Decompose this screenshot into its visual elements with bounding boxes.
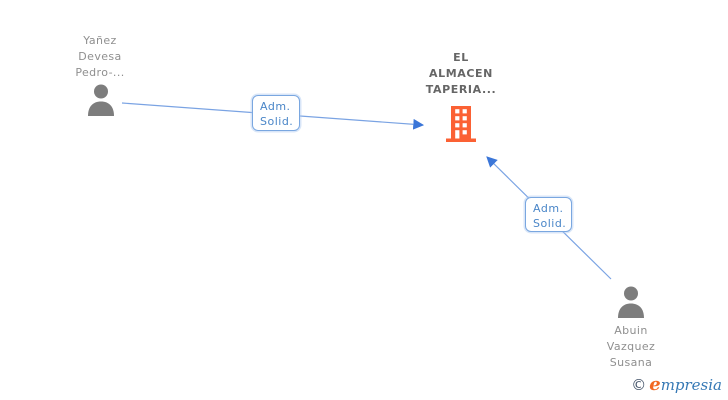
- person2-label-line: Susana: [609, 356, 653, 369]
- person2-label-line: Vazquez: [606, 340, 656, 353]
- person-head: [94, 84, 108, 99]
- person-head: [624, 286, 638, 301]
- edge1-label-line: Adm.: [260, 100, 291, 113]
- building-base: [446, 138, 476, 142]
- building-body: [451, 106, 471, 139]
- empresia-logo: ©empresia: [631, 374, 722, 395]
- person-body: [88, 101, 114, 116]
- edge2-label-line: Solid.: [533, 217, 567, 230]
- person1-label-line: Yañez: [83, 34, 117, 47]
- edge1-label[interactable]: Adm. Solid.: [252, 95, 300, 131]
- person2-label-line: Abuin: [614, 324, 648, 337]
- person-body: [618, 303, 644, 318]
- brand-initial: e: [649, 374, 661, 395]
- edge2-label-line: Adm.: [533, 202, 564, 215]
- person1-icon[interactable]: [86, 84, 116, 116]
- company-label-line: EL: [453, 51, 469, 64]
- company-label[interactable]: EL ALMACEN TAPERIA...: [401, 50, 521, 98]
- edge2-label[interactable]: Adm. Solid.: [525, 197, 572, 232]
- building-windows: [455, 109, 467, 139]
- person1-label-line: Devesa: [78, 50, 122, 63]
- person1-label-line: Pedro-...: [75, 66, 125, 79]
- edge1-label-line: Solid.: [260, 115, 294, 128]
- company-label-line: TAPERIA...: [425, 83, 497, 96]
- person2-label[interactable]: Abuin Vazquez Susana: [571, 323, 691, 371]
- person1-label[interactable]: Yañez Devesa Pedro-...: [40, 33, 160, 81]
- copyright-icon: ©: [631, 376, 647, 394]
- company-building-icon[interactable]: [446, 106, 476, 142]
- person2-icon[interactable]: [616, 286, 646, 318]
- company-label-line: ALMACEN: [429, 67, 493, 80]
- brand-name: mpresia: [660, 376, 722, 394]
